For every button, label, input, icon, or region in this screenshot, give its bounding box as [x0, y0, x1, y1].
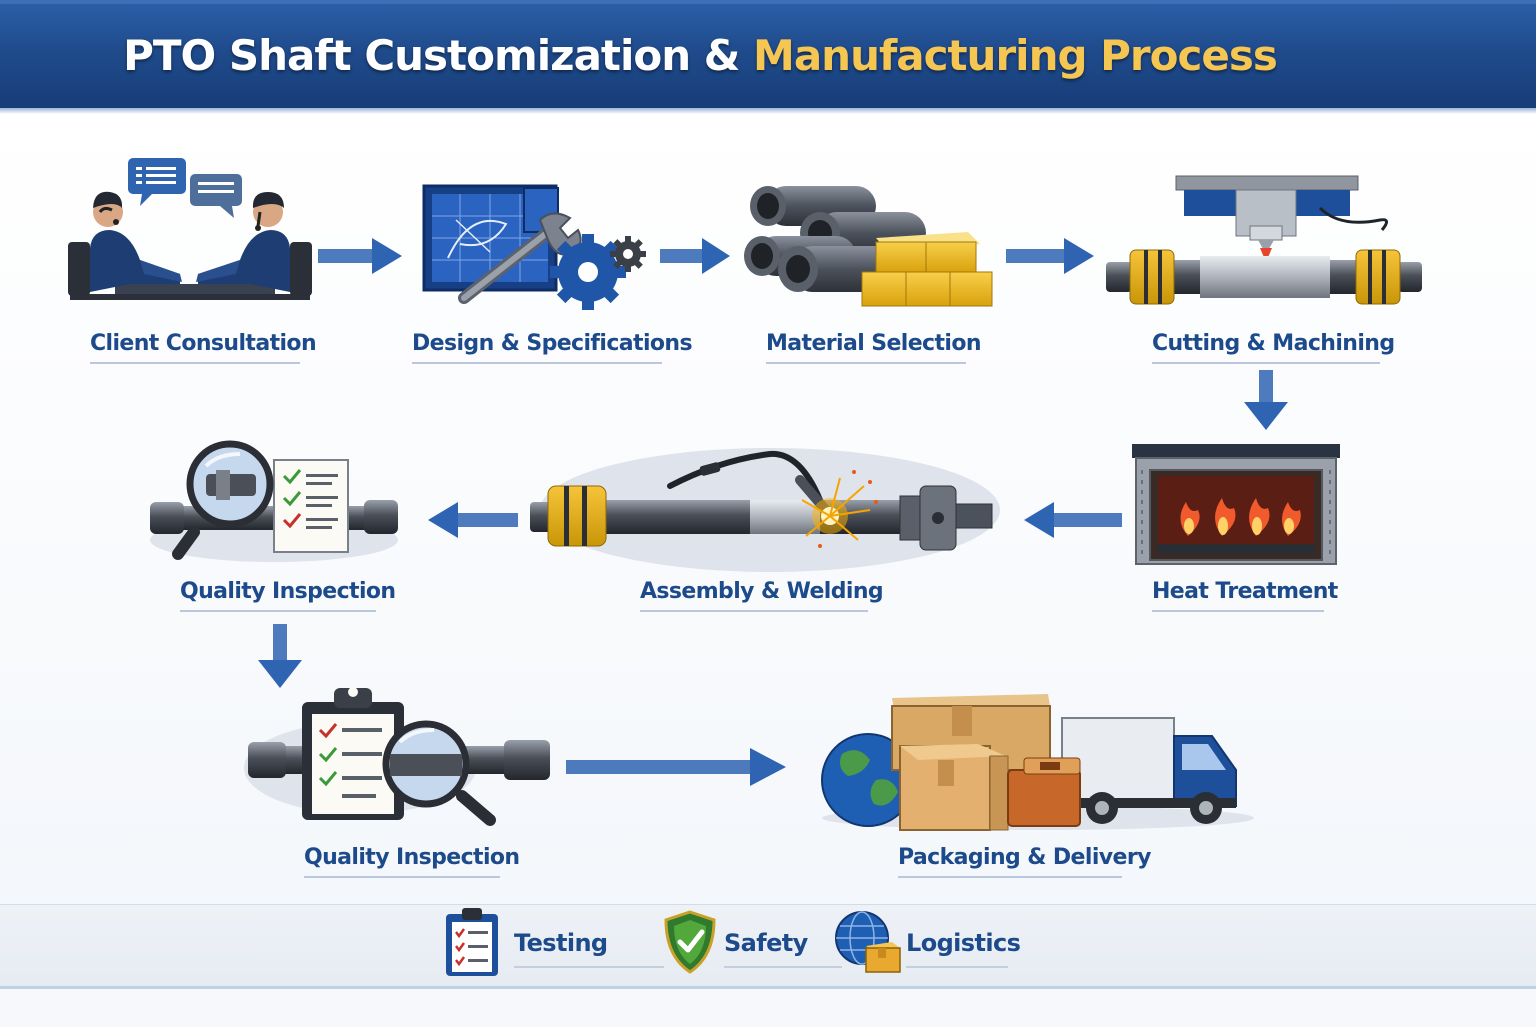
step-label-quality-inspection-1: Quality Inspection — [180, 574, 396, 612]
blueprint-icon — [422, 184, 646, 310]
footer-label-testing: Testing — [514, 929, 608, 957]
footer-bottom-strip — [0, 986, 1536, 1027]
footer-divider-2 — [724, 966, 842, 968]
step-label-assembly-welding: Assembly & Welding — [640, 574, 884, 612]
magnifier-checklist-icon — [150, 440, 398, 562]
arrow-right-2 — [660, 238, 730, 274]
arrow-right-4 — [566, 748, 786, 786]
consultation-icon — [68, 158, 312, 300]
arrow-right-3 — [1006, 238, 1094, 274]
step-label-design-specifications: Design & Specifications — [412, 326, 693, 364]
footer-label-safety: Safety — [724, 929, 808, 957]
clipboard-check-icon — [446, 908, 498, 976]
title-main: PTO Shaft Customization & — [123, 31, 754, 80]
title-accent: Manufacturing Process — [753, 31, 1278, 80]
step-label-heat-treatment: Heat Treatment — [1152, 574, 1338, 612]
step-label-quality-inspection-2: Quality Inspection — [304, 840, 520, 878]
step-label-cutting-machining: Cutting & Machining — [1152, 326, 1395, 364]
steel-pipes-icon — [744, 186, 993, 307]
arrow-right-1 — [318, 238, 402, 274]
clipboard-inspection-icon — [244, 687, 550, 826]
footer-bar — [0, 904, 1536, 987]
page-title: PTO Shaft Customization & Manufacturing … — [0, 4, 1400, 108]
step-label-material-selection: Material Selection — [766, 326, 982, 364]
arrow-down-2 — [258, 624, 302, 688]
footer-divider-3 — [906, 966, 1008, 968]
arrow-left-1 — [1024, 502, 1122, 538]
arrow-left-2 — [428, 502, 518, 538]
furnace-icon — [1132, 444, 1340, 565]
step-label-client-consultation: Client Consultation — [90, 326, 317, 364]
step-label-packaging-delivery: Packaging & Delivery — [898, 840, 1151, 878]
globe-box-icon — [835, 911, 901, 973]
footer-divider-1 — [514, 966, 664, 968]
shield-check-icon — [664, 910, 716, 974]
footer-label-logistics: Logistics — [906, 929, 1021, 957]
cnc-machine-icon — [1106, 175, 1422, 305]
delivery-truck-icon — [821, 694, 1254, 831]
header-banner: PTO Shaft Customization & Manufacturing … — [0, 0, 1536, 114]
arrow-down-1 — [1244, 370, 1288, 430]
welding-icon — [530, 448, 1000, 572]
